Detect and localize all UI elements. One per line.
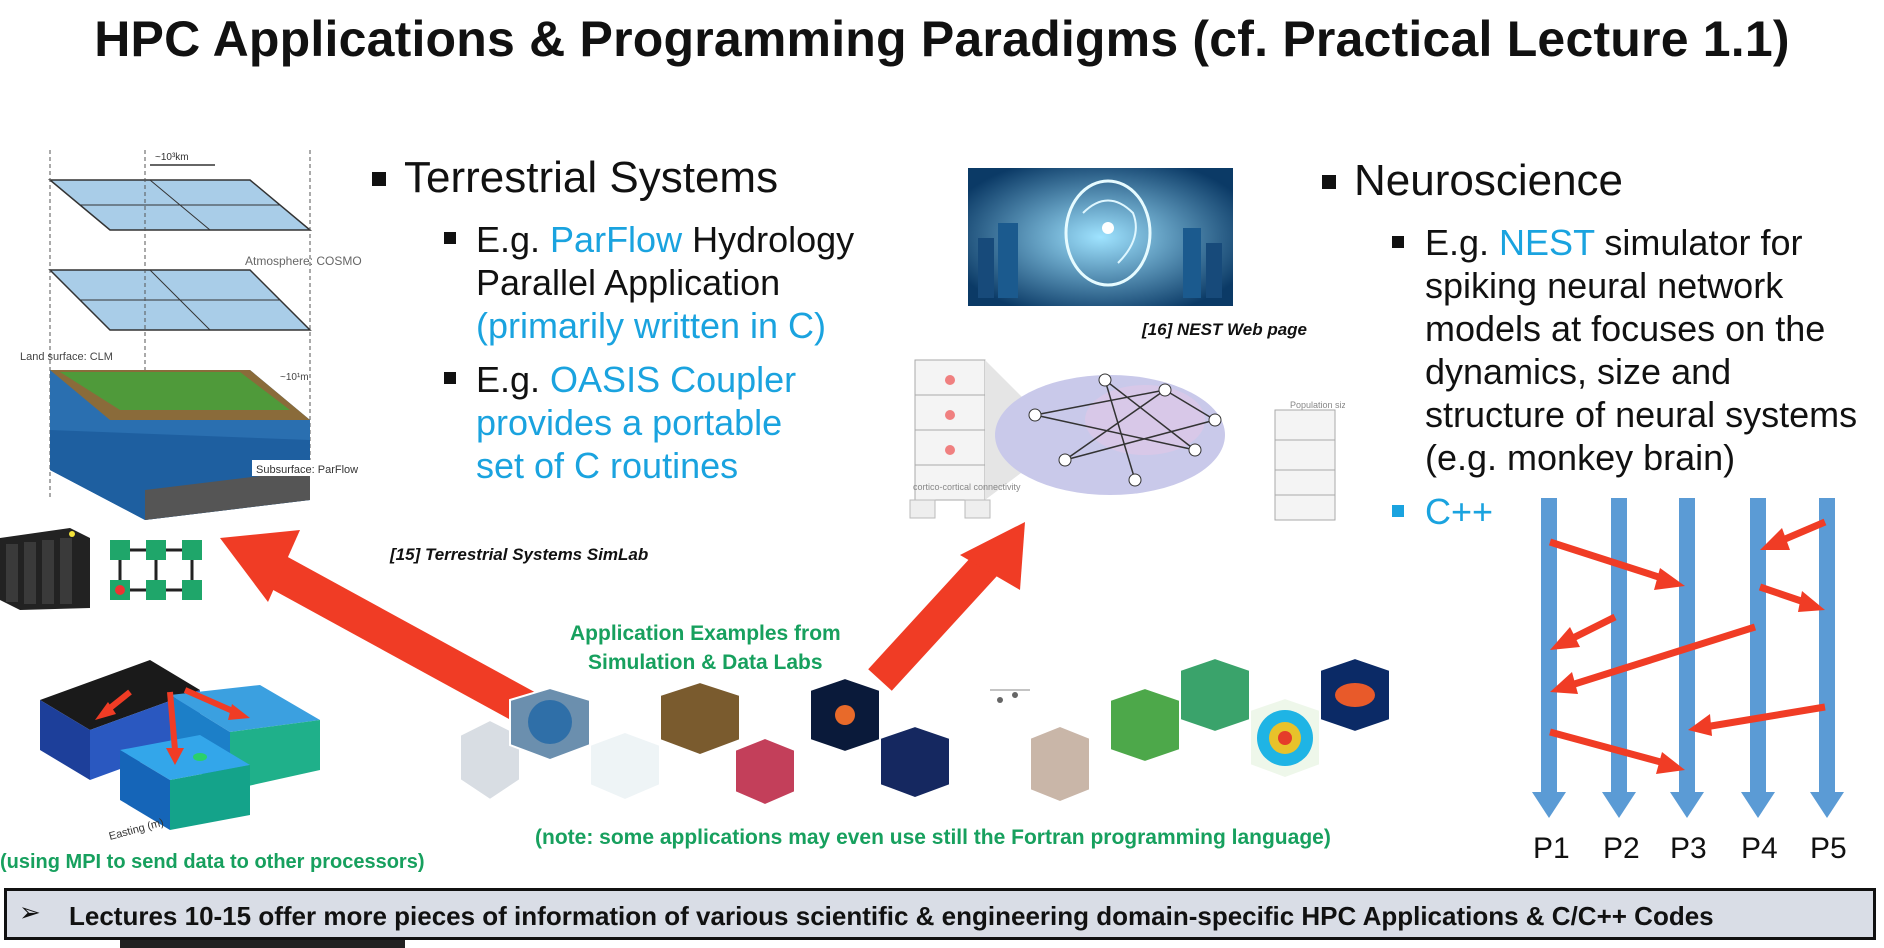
bullet-oasis xyxy=(444,372,456,384)
footer-arrow-icon: ➢ xyxy=(19,897,41,927)
app-examples-line1: Application Examples from xyxy=(570,622,841,645)
bullet-neuroscience xyxy=(1322,175,1336,189)
bullet-nest xyxy=(1392,236,1404,248)
oasis-link[interactable]: OASIS Coupler xyxy=(550,359,797,400)
bullet-cpp xyxy=(1392,505,1404,517)
nest-line-6: (e.g. monkey brain) xyxy=(1425,437,1736,478)
bullet-terrestrial xyxy=(372,172,386,186)
ai-head-image xyxy=(968,168,1233,306)
bullet-parflow xyxy=(444,232,456,244)
subsurface-label: Subsurface: ParFlow xyxy=(256,464,358,476)
oasis-line-3: set of C routines xyxy=(476,445,739,486)
parflow-line-3: (primarily written in C) xyxy=(476,305,827,346)
connectivity-label: cortico-cortical connectivity xyxy=(913,482,1021,492)
domain-decomposition-illustration: Easting (m) xyxy=(40,660,320,843)
brain-network-image: Population sizes cortico-cortical connec… xyxy=(909,359,1345,521)
footer-text: Lectures 10-15 offer more pieces of info… xyxy=(69,901,1714,931)
nest-line-1: E.g. NEST simulator for xyxy=(1425,221,1802,264)
mpi-caption: (using MPI to send data to other process… xyxy=(0,851,425,873)
parflow-link[interactable]: ParFlow xyxy=(550,219,683,260)
process-message-diagram xyxy=(1532,498,1844,818)
node-grid-icon xyxy=(110,540,202,600)
app-examples-line2: Simulation & Data Labs xyxy=(588,651,823,674)
subtitle-strip xyxy=(120,940,405,948)
side-scale-label: ~10¹m xyxy=(280,372,309,383)
process-label-p3: P3 xyxy=(1670,832,1707,865)
oasis-line-1: E.g. OASIS Coupler xyxy=(476,358,796,401)
nest-rest: simulator for xyxy=(1594,222,1803,263)
nest-line-2: spiking neural network xyxy=(1425,265,1784,306)
parflow-line-1: E.g. ParFlow Hydrology xyxy=(476,218,854,261)
nest-prefix: E.g. xyxy=(1425,222,1500,263)
top-scale-label: ~10³km xyxy=(155,152,189,163)
terrestrial-heading: Terrestrial Systems xyxy=(404,153,779,202)
neuroscience-heading: Neuroscience xyxy=(1354,156,1624,205)
process-label-p4: P4 xyxy=(1741,832,1778,865)
process-label-p2: P2 xyxy=(1603,832,1640,865)
land-surface-label: Land surface: CLM xyxy=(20,351,113,363)
oasis-line-2: provides a portable xyxy=(476,402,783,443)
citation-nest: [16] NEST Web page xyxy=(1142,320,1307,339)
process-label-p1: P1 xyxy=(1533,832,1570,865)
parflow-rest: Hydrology xyxy=(682,219,855,260)
parflow-prefix: E.g. xyxy=(476,219,551,260)
population-label: Population sizes xyxy=(1290,400,1345,410)
nest-link[interactable]: NEST xyxy=(1499,222,1595,263)
application-hexagon-gallery xyxy=(459,656,1391,807)
slide-title: HPC Applications & Programming Paradigms… xyxy=(94,11,1790,67)
nest-line-5: structure of neural systems xyxy=(1425,394,1858,435)
atmosphere-label: Atmosphere: COSMO xyxy=(245,254,362,268)
server-rack-icon xyxy=(0,528,90,610)
footer-banner: ➢ Lectures 10-15 offer more pieces of in… xyxy=(4,888,1876,940)
parflow-line-2: Parallel Application xyxy=(476,262,781,303)
oasis-prefix: E.g. xyxy=(476,359,551,400)
fortran-note: (note: some applications may even use st… xyxy=(535,826,1331,849)
nest-line-3: models at focuses on the xyxy=(1425,308,1826,349)
nest-line-4: dynamics, size and xyxy=(1425,351,1732,392)
cpp-language: C++ xyxy=(1425,491,1494,532)
terrestrial-layers-illustration: ~10³km Atmosphere: COSMO Land surface: C… xyxy=(20,150,362,520)
citation-terrestrial: [15] Terrestrial Systems SimLab xyxy=(390,545,649,564)
process-label-p5: P5 xyxy=(1810,832,1847,865)
